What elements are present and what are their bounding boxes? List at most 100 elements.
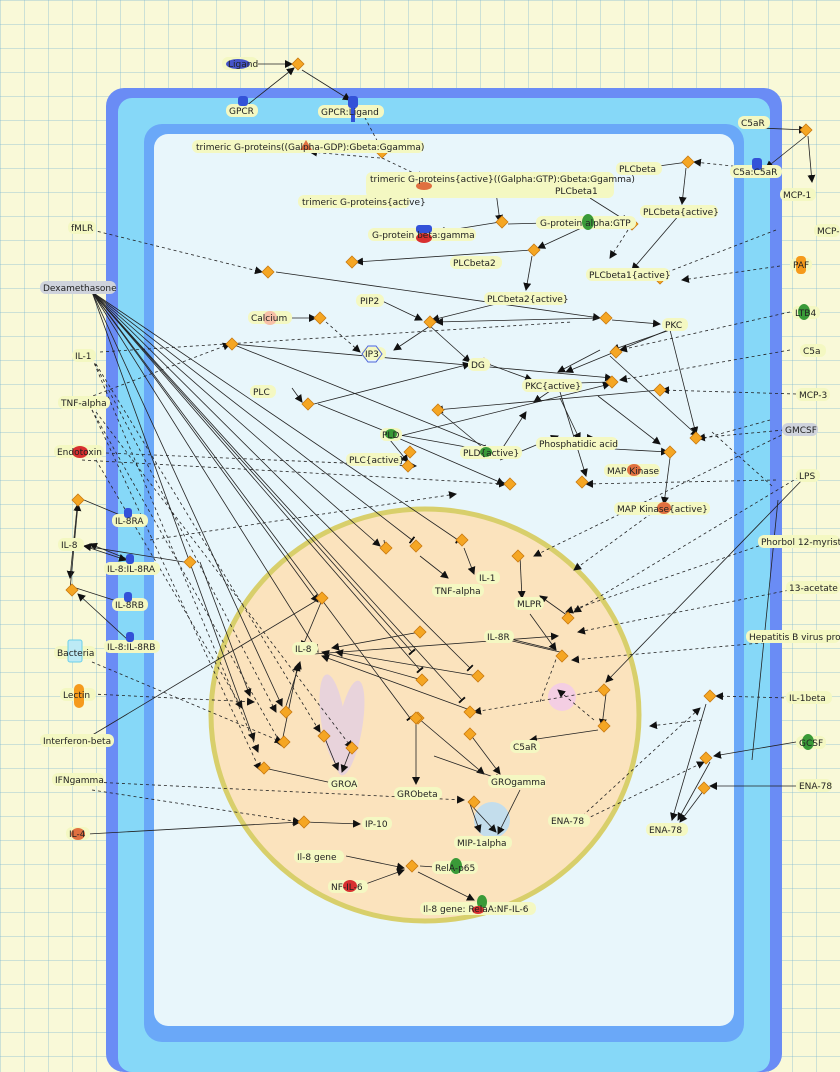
ena78-protein-node[interactable]: ENA-78 (646, 823, 688, 836)
reaction-node[interactable] (225, 337, 239, 351)
trimeric-gdp-node[interactable]: trimeric G-proteins((Galpha-GDP):Gbeta:G… (192, 140, 424, 153)
il8-node[interactable]: IL-8 (58, 538, 84, 551)
il8-gene-complex-node[interactable]: Il-8 gene: RelaA:NF-IL-6 (420, 895, 536, 915)
reaction-node[interactable] (415, 673, 429, 687)
reaction-node[interactable] (455, 533, 469, 547)
reaction-node[interactable] (261, 265, 275, 279)
fmlr-node[interactable]: fMLR (68, 221, 96, 234)
il1-node[interactable]: IL-1 (72, 349, 96, 362)
plcbeta1-active-node[interactable]: PLCbeta1{active} (586, 268, 671, 281)
reaction-node[interactable] (511, 549, 525, 563)
plcbeta-node[interactable]: PLCbeta (616, 162, 662, 175)
map-kinase-active-node[interactable]: MAP Kinase{active} (614, 502, 710, 515)
reaction-node[interactable] (301, 397, 315, 411)
plcbeta-active-node[interactable]: PLCbeta{active} (640, 205, 719, 218)
rela-p65-node[interactable]: RelA-p65 (432, 858, 478, 874)
reaction-node[interactable] (277, 735, 291, 749)
reaction-node[interactable] (555, 649, 569, 663)
gpcr-ligand-node[interactable]: GPCR:Ligand (318, 96, 384, 122)
il4-node[interactable]: IL-4 (66, 827, 90, 840)
reaction-node[interactable] (599, 311, 613, 325)
reaction-node[interactable] (401, 459, 415, 473)
mcp3-node[interactable]: MCP-3 (796, 388, 830, 401)
galpha-gtp-node[interactable]: G-protein alpha:GTP (536, 214, 636, 230)
reaction-node[interactable] (313, 311, 327, 325)
reaction-node[interactable] (345, 741, 359, 755)
ligand-node[interactable]: Ligand (222, 57, 258, 70)
il1-gene-node[interactable]: IL-1 (476, 571, 500, 584)
groa-node[interactable]: GROA (328, 777, 358, 790)
reaction-node[interactable] (409, 539, 423, 553)
il8-gene-node[interactable]: IL-8 (292, 642, 318, 655)
pip2-node[interactable]: PIP2 (356, 294, 384, 307)
mlpr-node[interactable]: MLPR (514, 597, 544, 610)
mip1alpha-node[interactable]: MIP-1alpha (454, 836, 512, 849)
reaction-node[interactable] (297, 815, 311, 829)
lectin-node[interactable]: Lectin (60, 684, 96, 708)
trimeric-active-node[interactable]: trimeric G-proteins{active} (298, 195, 426, 208)
reaction-node[interactable] (315, 591, 329, 605)
reaction-node[interactable] (597, 719, 611, 733)
plcbeta2-node[interactable]: PLCbeta2 (450, 256, 502, 269)
il8-il8rb-node[interactable]: IL-8:IL-8RB (104, 632, 160, 653)
map-kinase-node[interactable]: MAP Kinase (604, 464, 660, 477)
endotoxin-node[interactable]: Endotoxin (54, 445, 104, 458)
reaction-node[interactable] (71, 493, 85, 507)
gmcsf-node[interactable]: GMCSF (782, 423, 818, 436)
il8ra-node[interactable]: IL-8RA (112, 508, 148, 527)
grogamma-node[interactable]: GROgamma (488, 775, 546, 788)
reaction-node[interactable] (413, 625, 427, 639)
acetate-node[interactable]: 13-acetate (786, 581, 840, 594)
c5a-node[interactable]: C5a (800, 344, 826, 357)
bacteria-node[interactable]: Bacteria (54, 639, 96, 663)
hepatitis-node[interactable]: Hepatitis B virus pro (746, 630, 840, 643)
gcsf-node[interactable]: GCSF (796, 734, 826, 750)
reaction-node[interactable] (561, 611, 575, 625)
tnf-alpha-gene-node[interactable]: TNF-alpha (432, 584, 484, 597)
reaction-node[interactable] (697, 781, 711, 795)
il8-gene-text-node[interactable]: Il-8 gene (294, 850, 344, 863)
ena78-right-node[interactable]: ENA-78 (796, 779, 832, 792)
reaction-node[interactable] (799, 123, 813, 137)
reaction-node[interactable] (279, 705, 293, 719)
phorbol-node[interactable]: Phorbol 12-myrist (758, 535, 840, 548)
reaction-node[interactable] (463, 705, 477, 719)
grobeta-node[interactable]: GRObeta (394, 787, 442, 800)
reaction-node[interactable] (409, 711, 423, 725)
reaction-node[interactable] (463, 727, 477, 741)
paf-node[interactable]: PAF (790, 256, 812, 274)
tnf-alpha-node[interactable]: TNF-alpha (58, 396, 110, 409)
reaction-node[interactable] (503, 477, 517, 491)
plc-node[interactable]: PLC (250, 385, 276, 398)
plc-active-node[interactable]: PLC{active} (346, 453, 405, 466)
reaction-node[interactable] (575, 475, 589, 489)
gpcr-node[interactable]: GPCR (226, 96, 258, 117)
reaction-node[interactable] (345, 255, 359, 269)
pkc-active-node[interactable]: PKC{active} (522, 379, 582, 392)
dg-node[interactable]: DG (468, 358, 490, 371)
pld-node[interactable]: PLD (380, 428, 402, 441)
reaction-node[interactable] (257, 761, 271, 775)
reaction-node[interactable] (699, 751, 713, 765)
pld-active-node[interactable]: PLD{active} (460, 446, 522, 459)
ip3-node[interactable]: IP3 (361, 345, 386, 363)
dexamethasone-node[interactable]: Dexamethasone (40, 281, 117, 294)
reaction-node[interactable] (689, 431, 703, 445)
nf-il6-node[interactable]: NF-IL-6 (328, 880, 368, 893)
reaction-node[interactable] (609, 345, 623, 359)
calcium-node[interactable]: Calcium (248, 311, 292, 325)
c5ar-node[interactable]: C5aR (738, 116, 770, 129)
lps-node[interactable]: LPS (796, 469, 820, 482)
reaction-node[interactable] (597, 683, 611, 697)
ltb4-node[interactable]: LTB4 (792, 304, 820, 320)
reaction-node[interactable] (431, 403, 445, 417)
reaction-node[interactable] (467, 795, 481, 809)
pkc-node[interactable]: PKC (662, 318, 688, 331)
reaction-node[interactable] (403, 445, 417, 459)
phosphatidic-acid-node[interactable]: Phosphatidic acid (536, 437, 618, 450)
il8rb-node[interactable]: IL-8RB (112, 592, 148, 611)
reaction-node[interactable] (495, 215, 509, 229)
il8-il8ra-node[interactable]: IL-8:IL-8RA (104, 554, 160, 575)
ifngamma-node[interactable]: IFNgamma (52, 773, 104, 786)
reaction-node[interactable] (703, 689, 717, 703)
